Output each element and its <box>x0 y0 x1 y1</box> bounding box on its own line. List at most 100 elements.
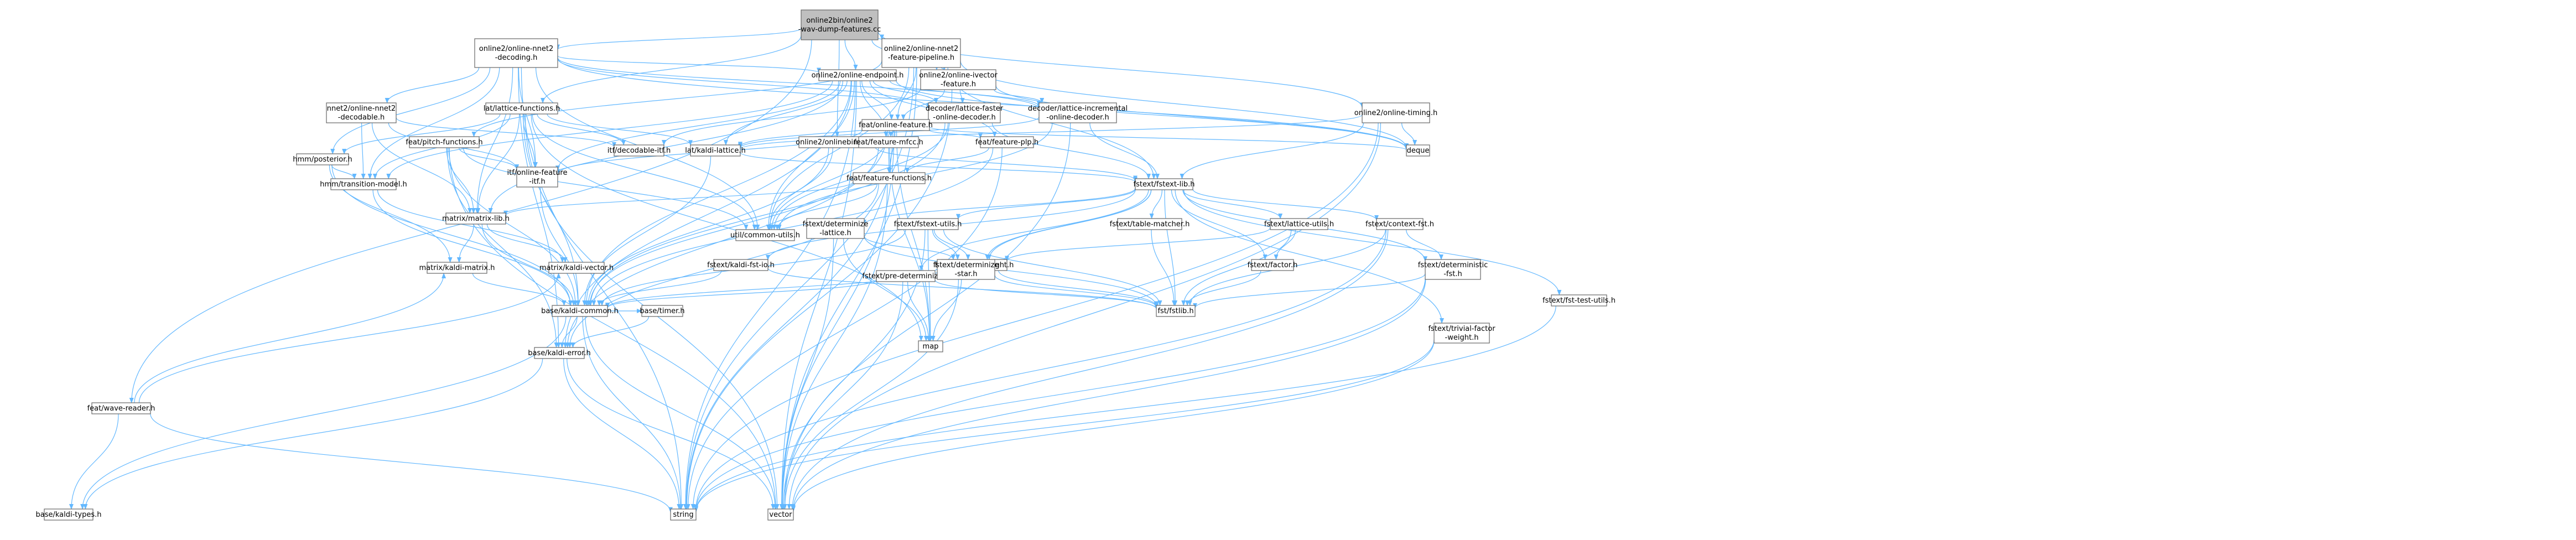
file-node[interactable]: fstext/fstext-lib.h <box>1134 178 1195 190</box>
file-node[interactable]: fstext/table-matcher.h <box>1110 218 1190 230</box>
file-node[interactable]: base/kaldi-types.h <box>36 508 102 521</box>
file-node-label: -lattice.h <box>819 229 851 237</box>
dependency-edge <box>69 413 119 510</box>
dependency-edge <box>775 183 877 230</box>
file-node[interactable]: online2/online-nnet2-decoding.h <box>474 38 558 68</box>
file-node[interactable]: online2/online-nnet2-feature-pipeline.h <box>881 38 961 68</box>
file-node-box <box>44 508 94 521</box>
file-node[interactable]: online2/online-endpoint.h <box>812 69 904 81</box>
file-node[interactable]: lat/lattice-functions.h <box>484 102 560 115</box>
file-node-label: feat/pitch-functions.h <box>406 138 482 147</box>
file-node[interactable]: util/common-utils.h <box>730 229 800 241</box>
file-nodes: online2bin/online2-wav-dump-features.cco… <box>36 9 1616 521</box>
file-node-label: fstext/determinize <box>933 261 999 269</box>
file-node-label: matrix/kaldi-vector.h <box>539 264 614 272</box>
file-node[interactable]: fst/fstlib.h <box>1156 305 1196 317</box>
file-node[interactable]: itf/decodable-itf.h <box>607 144 671 157</box>
file-node[interactable]: fstext/context-fst.h <box>1365 218 1434 230</box>
dependency-edge <box>134 273 446 403</box>
file-node-label: fstext/trivial-factor <box>1428 325 1495 333</box>
file-node-label: lat/kaldi-lattice.h <box>685 147 745 155</box>
file-node[interactable]: fstext/kaldi-fst-io.h <box>707 259 775 271</box>
dependency-edge <box>998 270 1159 308</box>
dependency-edge <box>1180 122 1364 179</box>
file-node[interactable]: base/kaldi-common.h <box>541 305 619 317</box>
dependency-edge <box>563 358 682 510</box>
file-node[interactable]: feat/wave-reader.h <box>87 402 155 414</box>
dependency-edge <box>864 236 955 260</box>
dependency-edge <box>1005 227 1271 262</box>
file-node[interactable]: online2/online-timing.h <box>1354 102 1438 123</box>
file-node-label: feat/feature-functions.h <box>846 174 932 183</box>
dependency-edge <box>662 88 921 146</box>
file-node-box <box>858 136 919 148</box>
dependency-edge <box>934 279 1159 309</box>
file-node[interactable]: matrix/kaldi-vector.h <box>539 262 614 274</box>
file-node[interactable]: fstext/lattice-utils.h <box>1264 218 1334 230</box>
file-node[interactable]: fstext/pre-determinize.h <box>862 270 949 282</box>
file-node[interactable]: base/kaldi-error.h <box>528 347 591 359</box>
dependency-edge <box>555 80 841 172</box>
file-node[interactable]: decoder/lattice-faster-online-decoder.h <box>926 102 1004 123</box>
file-node-box <box>670 508 697 521</box>
dependency-edge <box>684 67 915 510</box>
file-node-box <box>330 178 397 190</box>
dependency-edge <box>791 340 1435 512</box>
file-node[interactable]: fstext/factor.h <box>1248 259 1298 271</box>
file-node[interactable]: lat/kaldi-lattice.h <box>685 144 746 157</box>
file-node-box <box>1425 259 1481 280</box>
file-node-box <box>928 102 1001 123</box>
file-node[interactable]: nnet2/online-nnet2-decodable.h <box>326 102 397 123</box>
dependency-edge <box>683 80 856 510</box>
file-node[interactable]: vector <box>767 508 794 521</box>
file-node[interactable]: feat/feature-functions.h <box>846 172 932 184</box>
file-node[interactable]: matrix/kaldi-matrix.h <box>419 262 495 274</box>
dependency-edge <box>959 89 965 103</box>
file-node[interactable]: hmm/transition-model.h <box>320 178 407 190</box>
dependency-edge <box>567 358 776 510</box>
file-node-box <box>1376 218 1424 230</box>
file-node-label: fstext/pre-determinize.h <box>862 272 949 281</box>
file-node-box <box>1270 218 1328 230</box>
dependency-edge <box>570 316 650 348</box>
file-node[interactable]: deque <box>1406 144 1430 157</box>
file-node[interactable]: feat/pitch-functions.h <box>406 136 483 148</box>
file-node[interactable]: online2/online-ivector-feature.h <box>919 69 998 90</box>
file-node[interactable]: fstext/fst-test-utils.h <box>1543 294 1616 307</box>
file-node-label: nnet2/online-nnet2 <box>327 105 396 113</box>
dependency-edge <box>896 80 1409 150</box>
file-node[interactable]: fstext/determinize-lattice.h <box>803 218 869 239</box>
file-node-label: online2/online-nnet2 <box>884 45 959 53</box>
file-node-box <box>516 167 558 188</box>
file-node[interactable]: feat/feature-plp.h <box>975 136 1038 148</box>
dependency-edge <box>782 122 1071 510</box>
file-node-label: -online-decoder.h <box>1046 113 1109 122</box>
file-node-label: string <box>673 511 693 519</box>
dependency-edge <box>994 89 1045 103</box>
dependency-edge <box>907 281 931 341</box>
file-node[interactable]: base/timer.h <box>640 305 685 317</box>
file-node-label: feat/feature-mfcc.h <box>854 138 923 147</box>
file-node[interactable]: fstext/fstext-utils.h <box>894 218 962 230</box>
file-node[interactable]: itf/online-feature-itf.h <box>507 167 568 188</box>
file-node[interactable]: online2/onlinebin-util.h <box>796 136 879 148</box>
file-node[interactable]: fstext/deterministic-fst.h <box>1418 259 1488 280</box>
file-node[interactable]: fstext/determinize-star.h <box>933 259 999 280</box>
dependency-edge <box>684 89 953 510</box>
file-node[interactable]: matrix/matrix-lib.h <box>442 212 510 225</box>
file-node[interactable]: string <box>670 508 697 521</box>
file-node[interactable]: fstext/trivial-factor-weight.h <box>1428 323 1495 344</box>
file-node[interactable]: hmm/posterior.h <box>293 153 352 165</box>
file-node[interactable]: decoder/lattice-incremental-online-decod… <box>1028 102 1128 123</box>
file-node-box <box>881 38 961 68</box>
file-node[interactable]: feat/online-feature.h <box>859 119 933 131</box>
file-node-label: fstext/lattice-utils.h <box>1264 220 1334 229</box>
file-node-box <box>767 508 794 521</box>
file-node[interactable]: map <box>918 340 943 352</box>
file-node-box <box>1251 259 1294 271</box>
file-node[interactable]: feat/feature-mfcc.h <box>854 136 923 148</box>
dependency-edge <box>889 130 894 137</box>
dependency-edge <box>986 189 1152 260</box>
dependency-edge <box>779 80 857 510</box>
